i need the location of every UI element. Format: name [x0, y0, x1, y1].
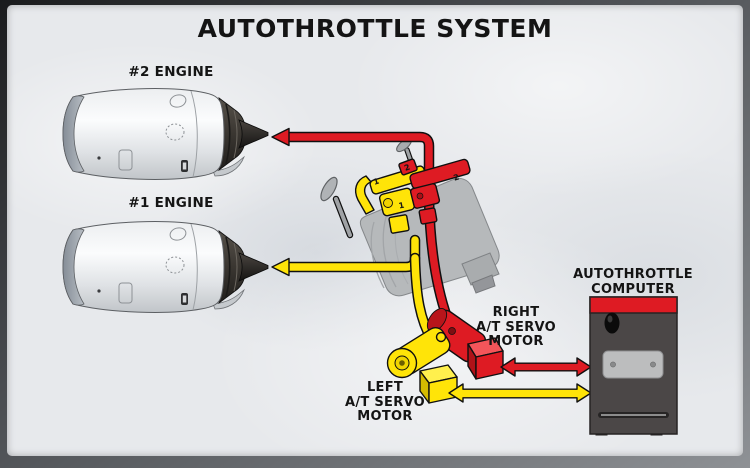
- speedbrake-lever: [320, 176, 354, 239]
- yellow-arrowhead-engine1: [271, 257, 290, 277]
- left-servo-label: LEFT A/T SERVO MOTOR: [344, 380, 426, 424]
- engine-2-illustration: [62, 87, 269, 181]
- diagram-svg: 1 1 2 2: [62, 87, 678, 436]
- engine-1-label: #1 ENGINE: [128, 195, 214, 211]
- right-servo-motor: [426, 308, 504, 380]
- red-cable-to-engine2: [279, 131, 435, 204]
- autothrottle-computer: [589, 296, 678, 436]
- lever-1-number-knob: 1: [398, 200, 406, 210]
- yellow-signal-arrow: [448, 383, 592, 403]
- left-servo-motor: [386, 326, 458, 404]
- lever-2-number: 2: [452, 173, 460, 183]
- thrust-lever-2: 2 2: [398, 158, 471, 225]
- computer-nameplate: [602, 350, 664, 379]
- computer-connector: [604, 312, 620, 334]
- page-title: AUTOTHROTTLE SYSTEM: [197, 14, 553, 43]
- computer-label: AUTOTHROTTLE COMPUTER: [573, 267, 693, 297]
- right-servo-label: RIGHT A/T SERVO MOTOR: [475, 305, 557, 349]
- engine-1-illustration: [62, 220, 269, 314]
- thrust-lever-1: 1 1: [354, 165, 427, 234]
- engine-2-label: #2 ENGINE: [128, 64, 214, 80]
- red-arrowhead-engine2: [271, 127, 290, 147]
- red-signal-arrow: [500, 357, 592, 377]
- lever-2-number-tab: 2: [403, 162, 411, 172]
- lever-1-number: 1: [372, 176, 380, 186]
- diagram-canvas: 1 1 2 2: [7, 5, 743, 456]
